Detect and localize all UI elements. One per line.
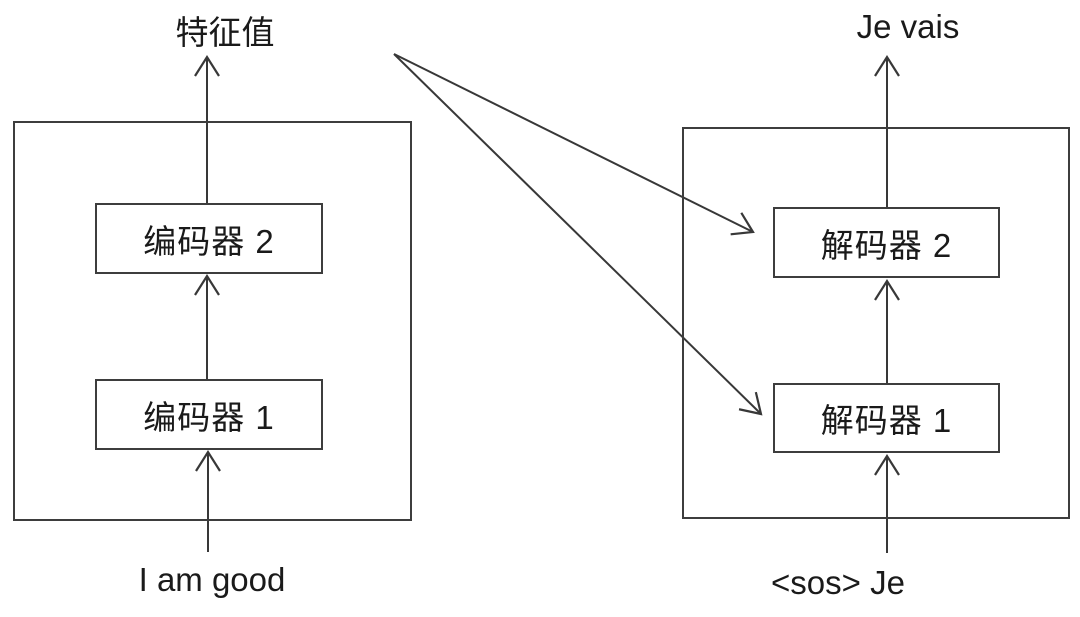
decoder-2-label: 解码器 2 [820, 226, 953, 264]
encoder-1-label: 编码器 1 [143, 398, 275, 436]
decoder-output-label: Je vais [856, 8, 960, 45]
encoder-panel-box [13, 121, 412, 521]
encoder-2-block: 编码器 2 [95, 203, 323, 274]
decoder-panel-box [682, 127, 1070, 519]
decoder-1-block: 解码器 1 [773, 383, 1000, 453]
encoder-1-block: 编码器 1 [95, 379, 323, 450]
encoder-2-label: 编码器 2 [143, 222, 275, 260]
decoder-1-label: 解码器 1 [820, 402, 953, 439]
decoder-2-block: 解码器 2 [773, 207, 1000, 278]
decoder-input-label: <sos> Je [771, 564, 905, 601]
encoder-input-label: I am good [138, 561, 286, 598]
encoder-output-label: 特征值 [175, 14, 275, 51]
